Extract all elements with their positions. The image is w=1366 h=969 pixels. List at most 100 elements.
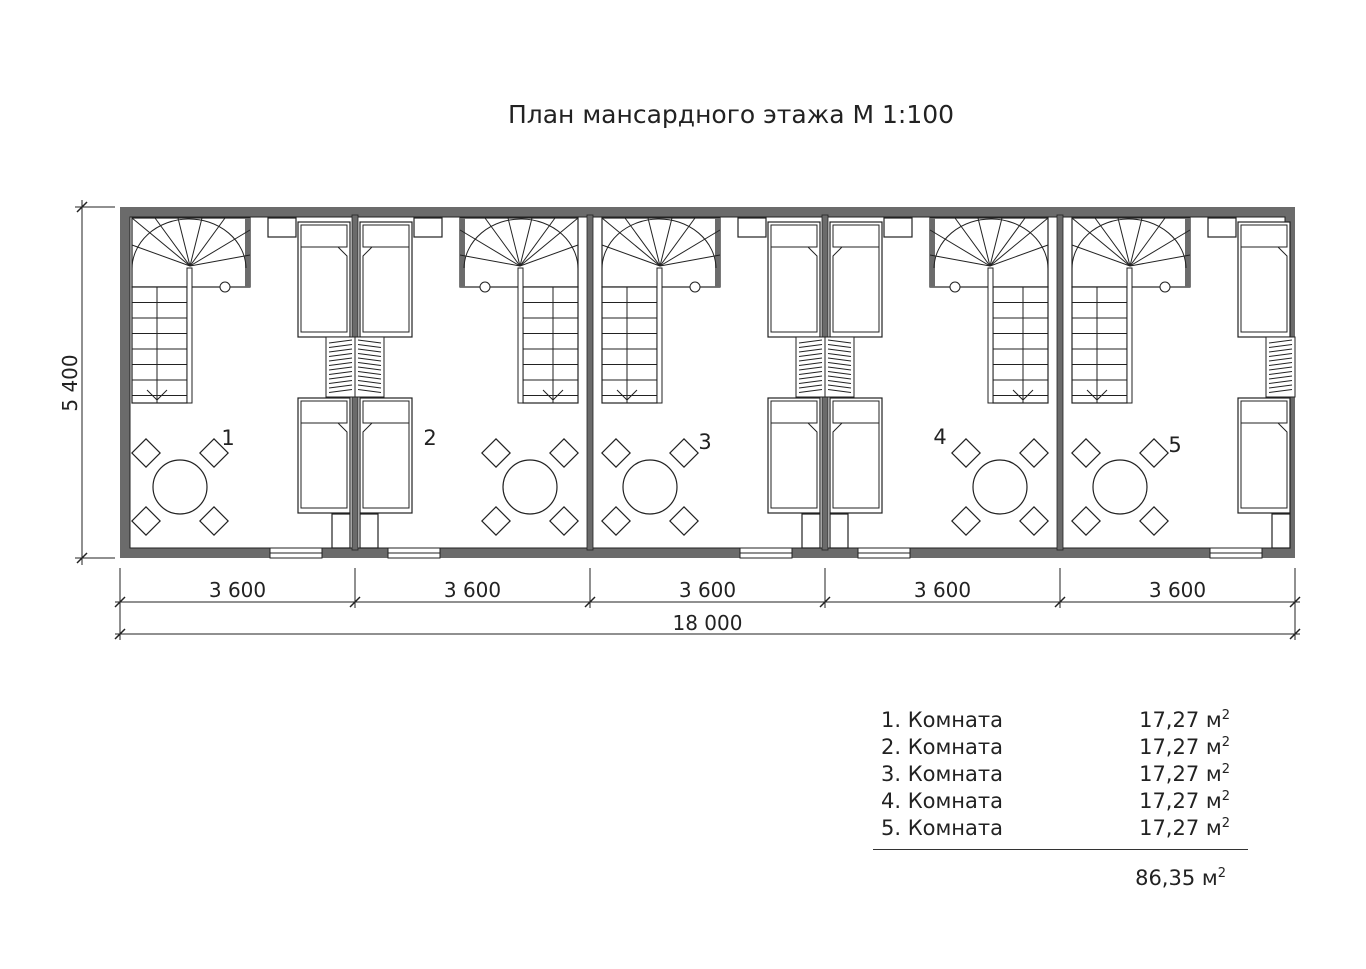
unit-5 xyxy=(1071,217,1296,559)
stair-winder-line xyxy=(929,254,991,267)
chair-icon xyxy=(199,438,229,468)
stair-arc xyxy=(463,218,579,271)
bed-frame xyxy=(767,221,821,338)
stair-winder-line xyxy=(189,217,203,267)
wardrobe-hatch xyxy=(1268,362,1293,366)
bed-frame xyxy=(767,397,821,514)
wardrobe-hatch xyxy=(328,362,353,366)
stair-winder-line xyxy=(659,217,673,267)
bed-icon xyxy=(829,221,883,338)
wardrobe-hatch xyxy=(357,380,382,384)
wardrobe-hatch xyxy=(798,344,823,348)
stair-winder-line xyxy=(1129,217,1166,267)
dimension-tick xyxy=(584,596,596,608)
handrail-post-icon xyxy=(949,281,961,293)
dimension-tick xyxy=(349,596,361,608)
wardrobe-hatch xyxy=(357,389,382,393)
wardrobe-icon xyxy=(1265,336,1296,398)
wardrobe-hatch xyxy=(827,344,852,348)
unit-4 xyxy=(824,217,1049,559)
nightstand xyxy=(359,513,379,549)
wardrobe-icon xyxy=(795,336,826,398)
bed-icon xyxy=(767,397,821,514)
wardrobe-hatch xyxy=(357,357,382,362)
chair-icon xyxy=(1071,506,1101,536)
wardrobe-hatch xyxy=(1268,371,1293,375)
stair-winder-line xyxy=(989,244,1049,267)
stair-winder-line xyxy=(929,229,991,267)
room-name: 1. Комната xyxy=(881,708,1004,732)
chair-icon xyxy=(601,506,631,536)
chair-icon xyxy=(199,506,229,536)
bed-frame xyxy=(297,221,351,338)
bed-blanket xyxy=(1240,246,1288,333)
wardrobe-hatch xyxy=(827,353,852,357)
unit-width-dimension: 3 600 xyxy=(209,578,266,602)
stair-handrail xyxy=(987,267,994,404)
wardrobe-hatch xyxy=(1268,344,1293,348)
nightstand xyxy=(883,217,913,238)
stair-winder-line xyxy=(131,217,191,267)
bed-frame xyxy=(1237,221,1291,338)
wardrobe-hatch xyxy=(357,353,382,357)
stair-arrow-head xyxy=(542,389,564,401)
wardrobe-hatch xyxy=(357,344,382,348)
wardrobe-hatch xyxy=(357,339,382,344)
room-number-label: 4 xyxy=(933,425,946,449)
bed-blanket xyxy=(1240,422,1288,509)
wardrobe-hatch xyxy=(827,371,852,375)
table-top xyxy=(972,459,1028,515)
stair-winder-line xyxy=(519,217,533,267)
wardrobe-hatch xyxy=(798,353,823,357)
wardrobe-hatch xyxy=(827,389,852,393)
stair-arrow-head xyxy=(1012,389,1034,401)
stair-winder-line xyxy=(519,217,579,267)
wardrobe-hatch xyxy=(1268,384,1293,389)
wardrobe-hatch xyxy=(1268,389,1293,393)
staircase xyxy=(1071,217,1191,404)
dining-table-icon xyxy=(1071,438,1169,536)
wardrobe-hatch xyxy=(1268,380,1293,384)
bed-icon xyxy=(1237,221,1291,338)
stair-winder-line xyxy=(1071,244,1131,267)
room-area: 17,27 м xyxy=(1139,816,1222,840)
wardrobe-hatch xyxy=(827,348,852,353)
wardrobe-hatch xyxy=(798,375,823,380)
dimension-tick xyxy=(114,596,126,608)
stair-arrow-head xyxy=(146,389,168,401)
stair-handrail xyxy=(656,267,663,404)
stair-wall xyxy=(715,218,720,287)
dimension-tick xyxy=(1054,596,1066,608)
wardrobe-hatch xyxy=(328,366,353,371)
nightstand xyxy=(801,513,821,549)
stair-arc xyxy=(933,218,1049,271)
unit-width-dimension: 3 600 xyxy=(679,578,736,602)
wardrobe-hatch xyxy=(827,380,852,384)
bed-icon xyxy=(359,397,413,514)
wardrobe-hatch xyxy=(1268,357,1293,362)
chair-icon xyxy=(951,506,981,536)
unit-width-dimension: 3 600 xyxy=(1149,578,1206,602)
wardrobe-hatch xyxy=(328,389,353,393)
stair-winder-line xyxy=(1094,217,1131,267)
wardrobe-hatch xyxy=(1268,339,1293,344)
wardrobe-hatch xyxy=(328,357,353,362)
chair-icon xyxy=(669,438,699,468)
stair-flight xyxy=(522,286,579,404)
stair-winder-line xyxy=(519,244,579,267)
bed-blanket xyxy=(832,246,880,333)
wardrobe-hatch xyxy=(798,380,823,384)
dimension-tick xyxy=(1289,628,1301,640)
stair-winder-line xyxy=(647,217,661,267)
bed-icon xyxy=(829,397,883,514)
room-name: 3. Комната xyxy=(881,762,1004,786)
chair-icon xyxy=(951,438,981,468)
unit-2 xyxy=(354,217,579,559)
stair-winder-line xyxy=(1129,254,1191,267)
wardrobe-hatch xyxy=(328,371,353,375)
chair-icon xyxy=(131,438,161,468)
unit-1 xyxy=(131,217,356,559)
stair-handrail xyxy=(1126,267,1133,404)
stair-flight xyxy=(131,286,188,404)
